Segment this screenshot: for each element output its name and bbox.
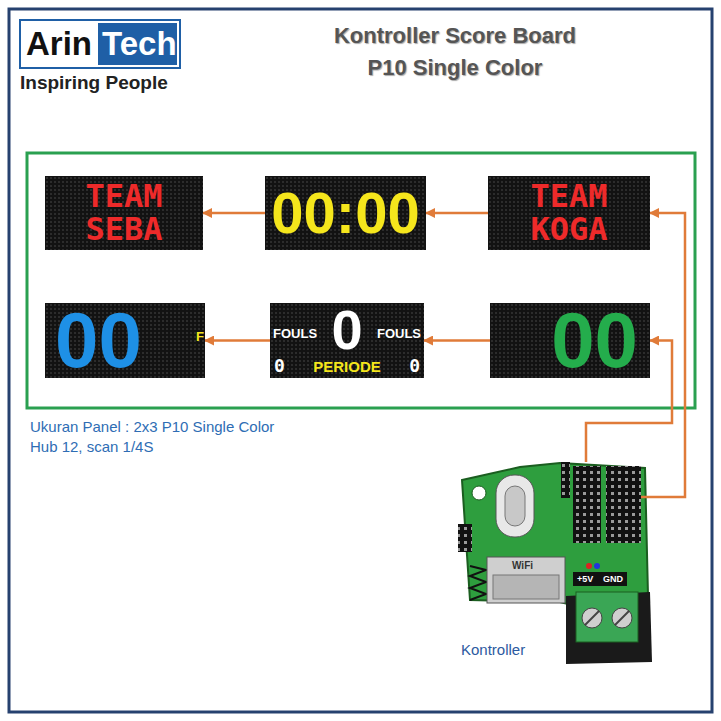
panel-group-frame <box>27 153 695 408</box>
logo-text: Tech <box>102 24 177 64</box>
led-panel: TEAM SEBA <box>45 176 203 250</box>
node-label: Kontroller <box>461 641 525 659</box>
connector-arrow <box>424 339 490 342</box>
wire <box>641 496 670 499</box>
led-text: TEAM SEBA <box>69 180 179 246</box>
led-text: TEAM KOGA <box>514 180 624 246</box>
logo-tech-box <box>98 23 177 65</box>
controller-board <box>458 462 652 664</box>
led-text: 0 <box>331 301 362 359</box>
led-panel: FOULS0FOULS0PERIODE0 <box>270 303 424 378</box>
pin-label: GND <box>603 573 623 585</box>
logo-box <box>20 20 180 68</box>
led-panel: 00 F <box>45 303 205 378</box>
connector-arrow <box>203 212 265 215</box>
module-label: WiFi <box>512 560 533 572</box>
note-text: Ukuran Panel : 2x3 P10 Single Color <box>30 418 274 436</box>
pin-label: +5V <box>577 573 593 585</box>
led-text: FOULS <box>273 327 317 341</box>
led-panel: 00 <box>490 303 650 378</box>
diagram-title: Kontroller Score Board P10 Single Color <box>322 20 588 84</box>
controller-board: Kontroller <box>455 462 670 667</box>
logo-tagline: Inspiring People <box>20 72 168 94</box>
connector-arrow <box>650 213 685 497</box>
led-text: 0 <box>409 356 420 376</box>
led-text: 00 <box>551 303 638 378</box>
led-text: FOULS <box>377 327 421 341</box>
led-text: 00 <box>55 303 142 378</box>
connector-arrow <box>205 339 270 342</box>
led-text: PERIODE <box>313 358 381 375</box>
led-text: F <box>196 330 204 344</box>
led-panel: TEAM KOGA <box>488 176 650 250</box>
page-frame <box>9 9 712 712</box>
led-panel: 00:00 <box>265 176 426 250</box>
note-text: Hub 12, scan 1/4S <box>30 438 153 456</box>
connector-arrow <box>426 212 488 215</box>
logo-text: Arin <box>26 24 92 64</box>
led-text: 00:00 <box>271 183 419 243</box>
led-text: 0 <box>274 356 285 376</box>
